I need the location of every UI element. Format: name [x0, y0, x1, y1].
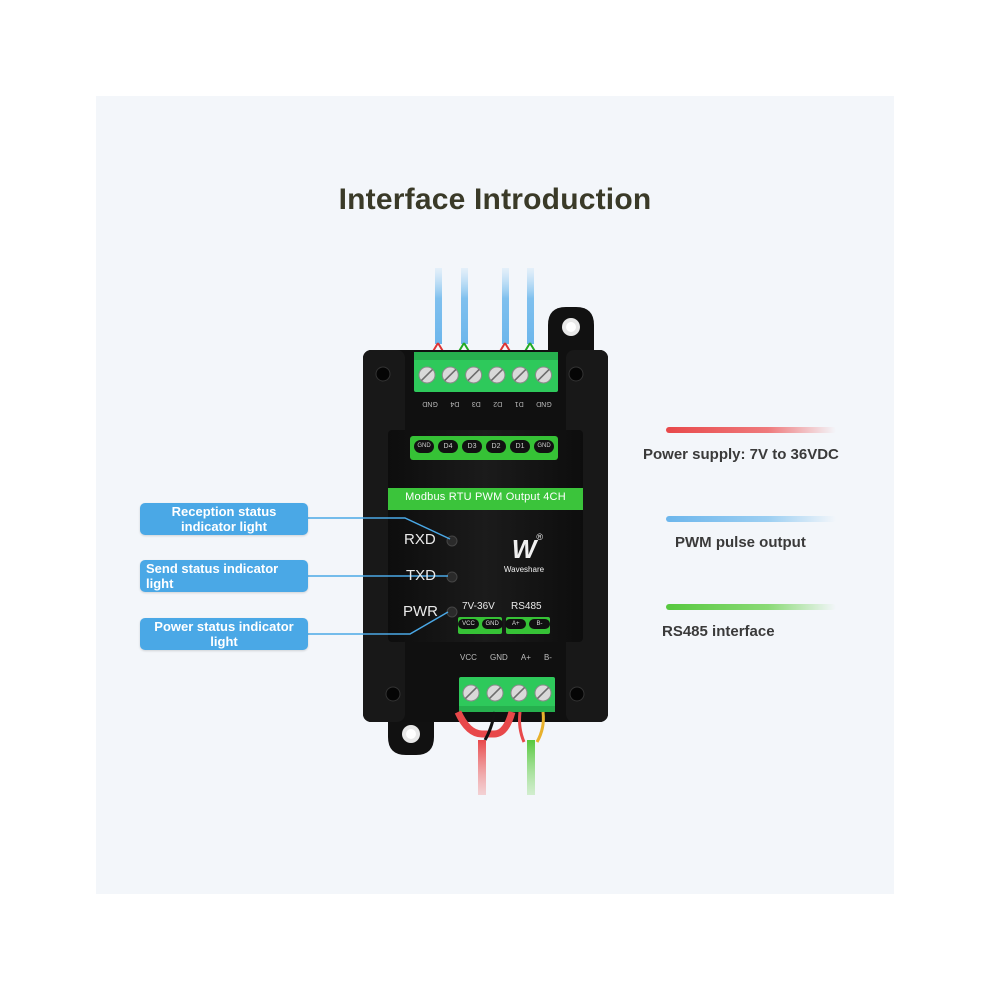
- top-terminal-label: D3: [471, 400, 481, 407]
- send-status-text: Send status indicator light: [146, 561, 279, 591]
- txd-label: TXD: [406, 567, 436, 584]
- rxd-label: RXD: [404, 531, 436, 548]
- legend-rs485-text: RS485 interface: [662, 623, 775, 640]
- top-terminal-label: GND: [422, 400, 438, 407]
- top-led-chip: GND: [534, 440, 554, 453]
- bottom-terminal-label: GND: [489, 653, 508, 662]
- logo-mark: W: [511, 534, 537, 564]
- bottom-terminal-screw-slot: [464, 686, 478, 700]
- pad-chip: A+: [505, 619, 527, 629]
- bottom-terminal-screw-slot: [536, 686, 550, 700]
- legend-line-power: [666, 427, 836, 433]
- legend-pwm-text: PWM pulse output: [675, 534, 806, 551]
- legend-line-pwm: [666, 516, 836, 522]
- txd-led: [446, 571, 458, 583]
- top-terminal-label: GND: [536, 400, 552, 407]
- bottom-pad-labels: VCC GND A+ B-: [458, 619, 550, 629]
- bottom-terminal-block: [459, 677, 555, 712]
- mounting-ear-top: [548, 307, 594, 355]
- bottom-terminal-labels: VCC GND A+ B-: [460, 653, 552, 662]
- bottom-terminal-label: VCC: [460, 653, 477, 662]
- bottom-terminal-screw-slot: [512, 686, 526, 700]
- pad-chip: GND: [481, 619, 503, 629]
- top-terminal-screw-slot: [490, 368, 504, 382]
- top-terminal-label: D4: [450, 400, 460, 407]
- top-led-labels: GND D4 D3 D2 D1 GND: [414, 440, 554, 453]
- top-led-chip: D4: [438, 440, 458, 453]
- pwm-output-wires: [431, 268, 537, 354]
- top-led-chip: D3: [462, 440, 482, 453]
- power-status-text: Power status indicator light: [154, 619, 294, 649]
- legend-power-text: Power supply: 7V to 36VDC: [643, 446, 839, 463]
- power-status-callout: Power status indicator light: [140, 618, 308, 650]
- top-terminal-labels: GND D1 D2 D3 D4 GND: [416, 400, 558, 407]
- pwr-label: PWR: [403, 603, 438, 620]
- top-led-chip: D2: [486, 440, 506, 453]
- reception-status-text: Reception status indicator light: [171, 504, 277, 534]
- top-terminal-screw-slot: [537, 368, 550, 382]
- top-terminal-block: [414, 352, 558, 392]
- brand-name: Waveshare: [503, 565, 545, 574]
- product-label-strip: [388, 488, 583, 510]
- legend-line-rs485: [666, 604, 836, 610]
- pwr-led: [446, 606, 458, 618]
- waveshare-logo: W ® Waveshare: [499, 532, 549, 574]
- reception-status-callout: Reception status indicator light: [140, 503, 308, 535]
- rs485-label: RS485: [511, 601, 542, 612]
- bottom-terminal-label: B-: [543, 653, 552, 662]
- top-terminal-screw-slot: [420, 368, 434, 382]
- top-led-chip: GND: [414, 440, 434, 453]
- top-led-chip: D1: [510, 440, 530, 453]
- bottom-terminal-screw-slot: [488, 686, 502, 700]
- top-terminal-screw-slot: [467, 368, 480, 382]
- top-terminal-label: D1: [514, 400, 524, 407]
- top-terminal-label: D2: [493, 400, 503, 407]
- power-range-label: 7V-36V: [462, 601, 495, 612]
- mounting-ear-bottom: [388, 712, 434, 755]
- top-terminal-screw-slot: [514, 368, 527, 382]
- pad-chip: VCC: [458, 619, 479, 629]
- logo-registered: ®: [536, 532, 543, 542]
- bottom-terminal-label: A+: [520, 653, 531, 662]
- send-status-callout: Send status indicator light: [140, 560, 308, 592]
- pad-chip: B-: [528, 619, 550, 629]
- page-title: Interface Introduction: [338, 183, 652, 216]
- product-label: Modbus RTU PWM Output 4CH: [405, 491, 566, 503]
- callout-lines: [308, 517, 451, 635]
- top-terminal-screw-slot: [444, 368, 457, 382]
- bottom-wires: [454, 710, 545, 795]
